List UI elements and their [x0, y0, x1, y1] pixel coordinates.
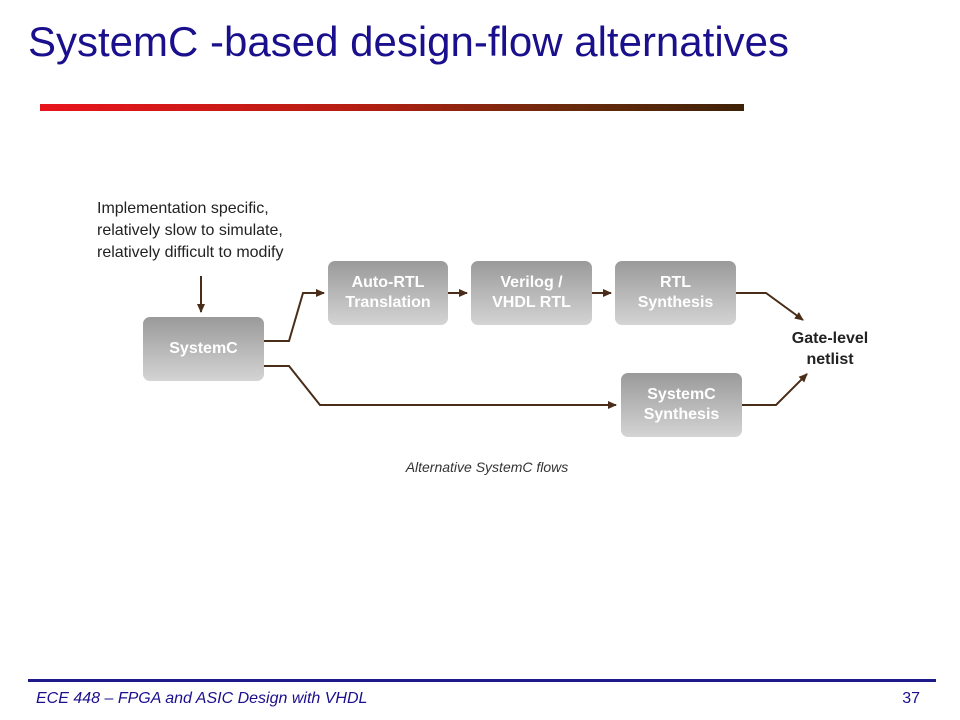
node-rtl-synthesis: RTL Synthesis	[615, 261, 736, 325]
node-systemc-synthesis: SystemC Synthesis	[621, 373, 742, 437]
systemc-annotation: Implementation specific, relatively slow…	[97, 200, 284, 261]
footer-page-number: 37	[902, 690, 920, 707]
title-underline	[40, 104, 744, 111]
footer-divider	[28, 679, 936, 682]
gate-level-netlist-label: Gate-level netlist	[791, 330, 869, 368]
footer-course: ECE 448 – FPGA and ASIC Design with VHDL	[36, 690, 368, 707]
node-verilog-vhdl-rtl: Verilog / VHDL RTL	[471, 261, 592, 325]
node-systemc: SystemC	[143, 317, 264, 381]
slide-title: SystemC -based design-flow alternatives	[28, 18, 790, 65]
edge-rtl-synthesis-to-netlist	[736, 292, 804, 321]
edge-systemc-synthesis-to-netlist	[742, 373, 808, 406]
edge-systemc-to-systemc-synthesis	[264, 365, 617, 409]
diagram-caption: Alternative SystemC flows	[405, 459, 569, 475]
node-auto-rtl-translation: Auto-RTL Translation	[328, 261, 448, 325]
edge-systemc-to-auto-rtl	[264, 289, 325, 342]
